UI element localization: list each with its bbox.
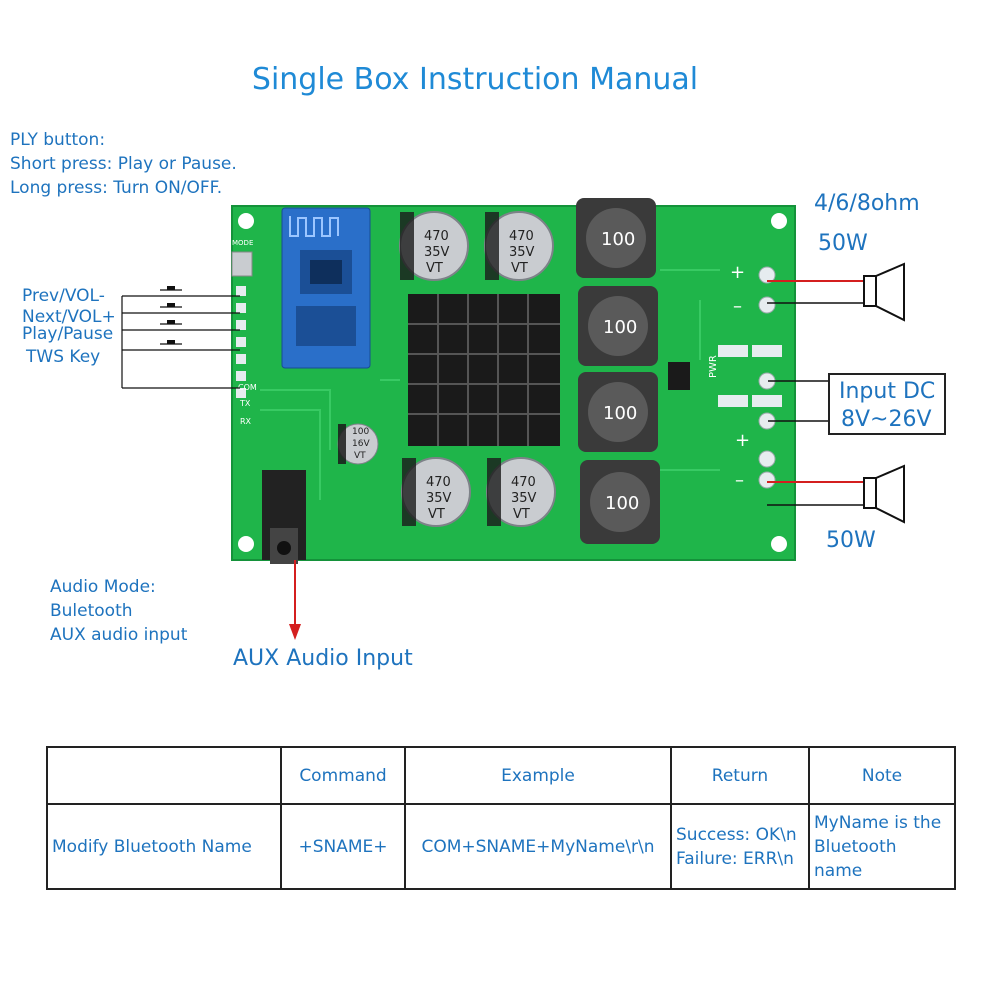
return-success: Success: OK\n — [676, 824, 797, 845]
speaker-impedance-label: 4/6/8ohm — [814, 191, 920, 216]
speaker-bottom-icon — [863, 464, 905, 524]
svg-text:470: 470 — [511, 475, 536, 490]
capacitor-bottom-right: 470 35V VT — [486, 457, 556, 527]
audio-mode-bluetooth: Buletooth — [50, 601, 133, 621]
amplifier-board-diagram: + – + – PWR 100 16V VT 470 35V VT 470 35… — [121, 198, 905, 640]
mount-hole-tr — [771, 213, 787, 229]
capacitor-bottom-left: 470 35V VT — [401, 457, 471, 527]
svg-text:100: 100 — [352, 427, 369, 437]
ply-heading: PLY button: — [10, 130, 106, 150]
svg-text:100: 100 — [601, 229, 635, 250]
audio-mode-aux: AUX audio input — [50, 625, 188, 645]
ply-short-press: Short press: Play or Pause. — [10, 154, 237, 174]
bluetooth-module — [281, 207, 371, 369]
note-cell: MyName is the Bluetooth name — [808, 803, 956, 890]
input-dc-range: 8V~26V — [841, 407, 932, 432]
svg-text:VT: VT — [428, 507, 445, 522]
table-row: Modify Bluetooth Name +SNAME+ COM+SNAME+… — [46, 803, 956, 890]
capacitor-top-right: 470 35V VT — [484, 211, 554, 281]
return-cell: Success: OK\n Failure: ERR\n — [670, 803, 810, 890]
aux-audio-jack — [262, 470, 306, 564]
aux-input-label: AUX Audio Input — [233, 646, 413, 671]
speaker-power-top-label: 50W — [818, 231, 868, 256]
minus-sign-top: – — [733, 296, 742, 317]
pwr-silkscreen: PWR — [708, 355, 719, 378]
svg-text:100: 100 — [603, 317, 637, 338]
key-label-tws: TWS Key — [26, 347, 101, 367]
aux-arrow-head — [289, 624, 301, 640]
return-failure: Failure: ERR\n — [676, 848, 794, 869]
mount-hole-tl — [238, 213, 254, 229]
input-dc-box: Input DC 8V~26V — [828, 373, 946, 435]
inductor-3: 100 — [578, 372, 658, 452]
pad-rects — [718, 345, 782, 407]
key-label-play-pause: Play/Pause — [22, 324, 114, 344]
pcb-traces — [260, 269, 720, 500]
inductor-4: 100 — [580, 460, 660, 544]
table-header-cell: Return — [670, 746, 810, 805]
command-table: Command Example Return Note Modify Bluet… — [46, 746, 956, 890]
svg-text:VT: VT — [513, 507, 530, 522]
key-switch-caps — [167, 286, 175, 344]
page-title: Single Box Instruction Manual — [251, 62, 699, 97]
svg-text:470: 470 — [426, 475, 451, 490]
svg-text:35V: 35V — [426, 491, 452, 506]
function-cell: Modify Bluetooth Name — [46, 803, 282, 890]
ply-button-note: PLY button: Short press: Play or Pause. … — [10, 128, 237, 200]
svg-text:VT: VT — [426, 261, 443, 276]
command-cell: +SNAME+ — [280, 803, 406, 890]
small-capacitor: 100 16V VT — [337, 423, 379, 465]
note-line-2: Bluetooth name — [814, 836, 897, 881]
mode-button — [231, 251, 253, 277]
heatsink — [408, 294, 560, 446]
plus-sign-bottom: + — [735, 430, 750, 451]
key-switch-wiring — [121, 289, 240, 389]
speaker-top-icon — [863, 262, 905, 322]
table-header-cell: Command — [280, 746, 406, 805]
speaker-terminals — [758, 266, 776, 489]
svg-text:470: 470 — [509, 229, 534, 244]
minus-sign-bottom: – — [735, 470, 744, 491]
svg-text:16V: 16V — [352, 439, 370, 449]
svg-text:100: 100 — [603, 403, 637, 424]
note-line-1: MyName is the — [814, 812, 942, 833]
input-dc-label: Input DC — [839, 379, 936, 404]
svg-text:VT: VT — [511, 261, 528, 276]
svg-text:35V: 35V — [509, 245, 535, 260]
svg-text:470: 470 — [424, 229, 449, 244]
speaker-power-bottom-label: 50W — [826, 528, 876, 553]
svg-text:VT: VT — [354, 451, 366, 461]
capacitor-top-left: 470 35V VT — [399, 211, 469, 281]
example-cell: COM+SNAME+MyName\r\n — [404, 803, 672, 890]
table-header-cell — [46, 746, 282, 805]
svg-text:35V: 35V — [511, 491, 537, 506]
audio-mode-heading: Audio Mode: — [50, 577, 156, 597]
regulator-chip — [668, 362, 690, 390]
pin-com-label: COM — [238, 383, 257, 392]
key-label-next-vol: Next/VOL+ — [22, 307, 116, 327]
inductor-1: 100 — [576, 198, 656, 278]
svg-text:35V: 35V — [424, 245, 450, 260]
mount-hole-bl — [238, 536, 254, 552]
table-header-row: Command Example Return Note — [46, 746, 956, 805]
pin-rx-label: RX — [240, 417, 252, 426]
key-label-prev-vol: Prev/VOL- — [22, 286, 105, 306]
audio-mode-note: Audio Mode: Buletooth AUX audio input — [50, 575, 187, 647]
table-header-cell: Example — [404, 746, 672, 805]
inductor-2: 100 — [578, 286, 658, 366]
mount-hole-br — [771, 536, 787, 552]
table-header-cell: Note — [808, 746, 956, 805]
pin-header — [236, 286, 246, 398]
svg-text:100: 100 — [605, 493, 639, 514]
ply-long-press: Long press: Turn ON/OFF. — [10, 178, 223, 198]
pin-tx-label: TX — [239, 399, 251, 408]
mode-silkscreen: MODE — [232, 239, 253, 247]
plus-sign-top: + — [730, 262, 745, 283]
